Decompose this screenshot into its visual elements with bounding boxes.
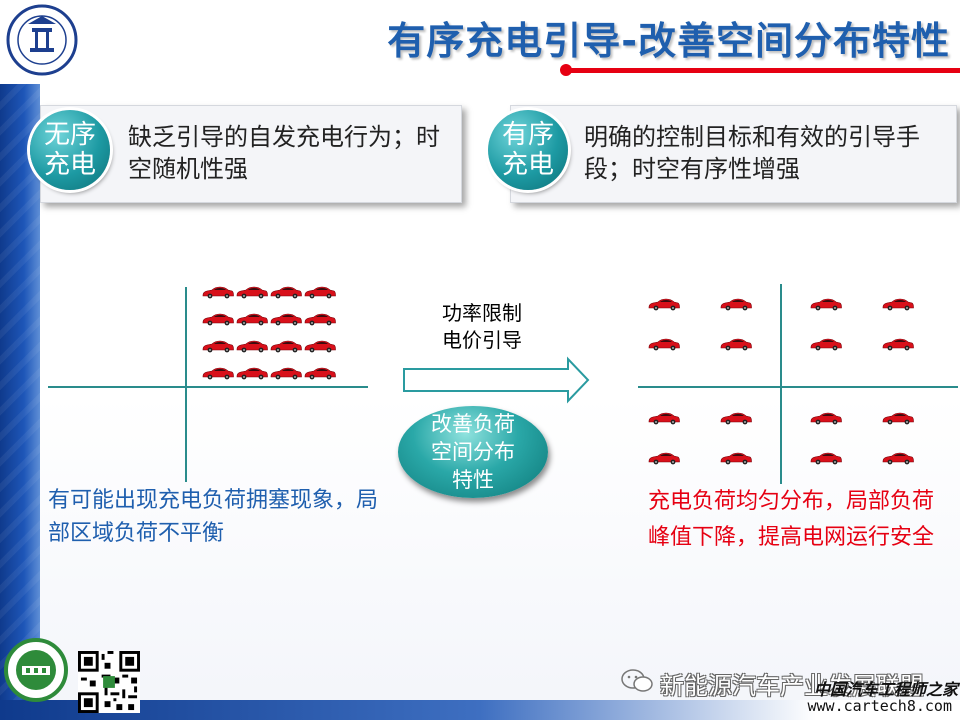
oval-line2: 空间分布 [431, 440, 515, 464]
red-car-icon [648, 450, 680, 465]
red-car-icon [236, 311, 268, 326]
left-decor-band [0, 0, 40, 720]
disordered-description: 缺乏引导的自发充电行为；时空随机性强 [128, 123, 440, 183]
ordered-badge-line2: 充电 [501, 150, 554, 180]
red-car-icon [304, 365, 336, 380]
left-caption: 有可能出现充电负荷拥塞现象，局部区域负荷不平衡 [48, 488, 379, 546]
red-car-icon [304, 311, 336, 326]
red-car-icon [810, 296, 842, 311]
red-car-icon [810, 450, 842, 465]
red-car-icon [882, 296, 914, 311]
red-car-icon [202, 311, 234, 326]
red-car-icon [304, 284, 336, 299]
footer-bar [0, 700, 960, 720]
red-car-icon [202, 365, 234, 380]
site-name-cn: 中国汽车工程师之家 [813, 680, 958, 699]
csi-logo [4, 638, 68, 702]
right-arrow-icon [403, 356, 590, 404]
red-car-icon [648, 410, 680, 425]
arrow-label-line2: 电价引导 [442, 328, 522, 352]
arrow-label-line1: 功率限制 [442, 301, 522, 325]
red-car-icon [882, 336, 914, 351]
red-car-icon [236, 338, 268, 353]
red-car-icon [304, 338, 336, 353]
red-car-icon [720, 336, 752, 351]
university-logo-icon [6, 4, 78, 76]
red-car-icon [270, 311, 302, 326]
slide-title: 有序充电引导-改善空间分布特性 [387, 19, 950, 63]
title-underline [565, 68, 960, 73]
logo-corner [0, 0, 84, 84]
wechat-account-name: 新能源汽车产业发展联盟 [660, 672, 924, 700]
qr-code-icon[interactable] [78, 651, 140, 713]
improve-oval: 改善负荷 空间分布 特性 [398, 406, 548, 498]
red-car-icon [270, 365, 302, 380]
red-car-icon [270, 284, 302, 299]
red-car-icon [202, 338, 234, 353]
site-url: www.cartech8.com [807, 697, 953, 715]
red-car-icon [810, 410, 842, 425]
red-car-icon [720, 450, 752, 465]
red-car-icon [202, 284, 234, 299]
disordered-badge: 无序充电 [30, 110, 110, 190]
ordered-badge: 有序充电 [488, 110, 568, 190]
red-car-icon [882, 450, 914, 465]
wechat-icon [621, 669, 653, 692]
oval-line1: 改善负荷 [431, 412, 515, 436]
red-car-icon [236, 365, 268, 380]
red-car-icon [810, 336, 842, 351]
red-car-icon [648, 336, 680, 351]
disordered-badge-line1: 无序 [43, 120, 96, 150]
ordered-badge-line1: 有序 [501, 120, 554, 150]
red-car-icon [648, 296, 680, 311]
red-car-icon [882, 410, 914, 425]
ordered-description: 明确的控制目标和有效的引导手段；时空有序性增强 [584, 123, 920, 183]
oval-line3: 特性 [452, 468, 494, 492]
right-caption: 充电负荷均匀分布，局部负荷峰值下降，提高电网运行安全 [648, 489, 935, 550]
red-car-icon [236, 284, 268, 299]
ordered-box [510, 105, 957, 203]
arrow-label: 功率限制 电价引导 [412, 300, 552, 354]
red-car-icon [720, 296, 752, 311]
red-car-icon [720, 410, 752, 425]
disordered-badge-line2: 充电 [43, 150, 96, 180]
red-car-icon [270, 338, 302, 353]
disordered-box [40, 105, 462, 203]
